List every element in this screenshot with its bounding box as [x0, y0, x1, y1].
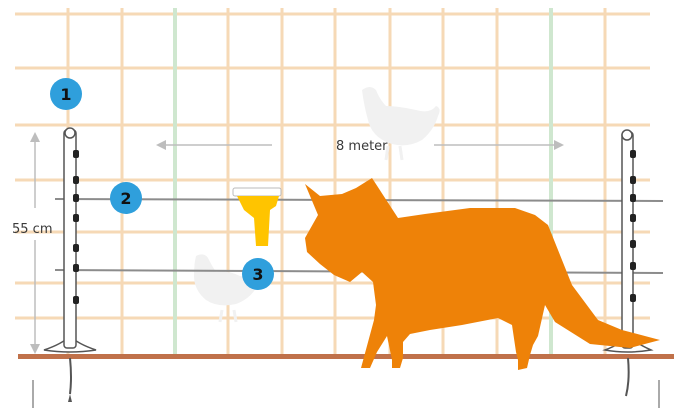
width-dimension-label: 8 meter [336, 139, 388, 154]
crop-marks [32, 380, 660, 408]
dimension-arrow [156, 140, 564, 150]
chicken-silhouette [362, 87, 440, 161]
chicken-silhouette [194, 254, 261, 323]
dimension-arrow [30, 132, 40, 354]
svg-text:3: 3 [252, 265, 263, 284]
callout-badge-3: 3 [242, 258, 274, 290]
ground-line [18, 354, 674, 359]
pigtail-fence-post [43, 127, 97, 402]
callout-badge-1: 1 [50, 78, 82, 110]
yellow-insulator [232, 187, 282, 246]
svg-text:2: 2 [120, 189, 131, 208]
fox-illustration [305, 178, 660, 370]
callout-badge-2: 2 [110, 182, 142, 214]
svg-text:1: 1 [60, 85, 71, 104]
height-dimension-label: 55 cm [12, 222, 53, 237]
